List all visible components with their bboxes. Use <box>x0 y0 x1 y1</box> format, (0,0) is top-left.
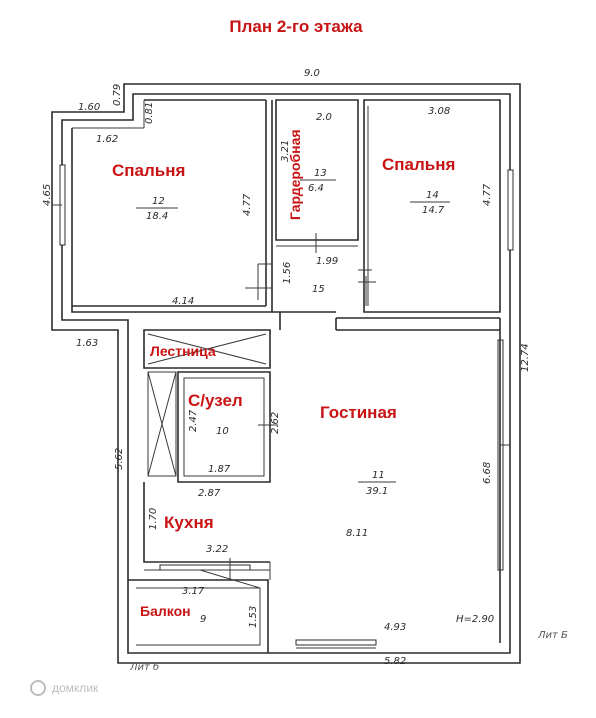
outer-wall-inner <box>61 93 511 654</box>
dim-corridor-width: 1.99 <box>316 256 338 267</box>
dim-living-bottom: 4.93 <box>384 622 406 633</box>
room-numbers: 12 18.4 13 6.4 14 14.7 15 10 11 39.1 8.1… <box>136 168 450 625</box>
stair-well <box>147 371 177 477</box>
lit-marker-b: Лит Б <box>537 630 568 641</box>
room-label-bedroom-left: Спальня <box>112 161 185 180</box>
room-label-kitchen: Кухня <box>164 513 214 532</box>
room-label-living: Гостиная <box>320 403 397 422</box>
room-num-wardrobe: 13 <box>314 168 327 179</box>
outer-walls <box>51 83 521 664</box>
dim-top-c: 0.81 <box>144 102 155 124</box>
dim-bath-height-left: 2.47 <box>188 409 199 432</box>
room-label-stairs: Лестница <box>150 343 216 359</box>
dim-bed-left-height: 4.77 <box>242 193 253 216</box>
room-num-bedroom-right: 14 <box>426 190 439 201</box>
dim-bath-width: 1.87 <box>208 464 231 475</box>
room-num-kitchen: 8.11 <box>346 528 368 539</box>
dim-kitchen-width: 3.22 <box>206 544 228 555</box>
room-num-bathroom: 10 <box>216 426 229 437</box>
wall-bed-left <box>71 100 273 313</box>
room-num-balcony: 9 <box>200 614 206 625</box>
room-label-wardrobe: Гардеробная <box>287 129 303 220</box>
room-area-living: 39.1 <box>366 486 388 497</box>
dim-living-height: 6.68 <box>482 462 493 484</box>
window-right-bedroom <box>507 169 514 251</box>
dim-left-height: 4.65 <box>42 184 53 206</box>
dim-wardrobe-width: 2.0 <box>316 112 332 123</box>
wall-balcony <box>128 579 269 653</box>
wall-wardrobe <box>275 99 359 241</box>
dim-wardrobe-height: 3.21 <box>280 140 291 162</box>
dim-balcony-width: 3.17 <box>182 586 205 597</box>
window-kitchen <box>159 564 251 571</box>
dim-bed-left-width: 4.14 <box>172 296 194 307</box>
room-num-bedroom-left: 12 <box>152 196 165 207</box>
window-living-bottom <box>295 639 377 646</box>
dimensions: 9.0 1.60 0.79 0.81 1.62 4.65 4.77 4.14 2… <box>42 68 531 667</box>
dim-top-a: 1.60 <box>78 102 100 113</box>
plan-title: План 2-го этажа <box>229 17 363 36</box>
dim-corridor-depth: 1.56 <box>282 262 293 284</box>
windows <box>52 164 514 649</box>
watermark: домклик <box>30 680 99 696</box>
dim-kitchen-height: 1.70 <box>148 508 159 530</box>
room-area-bedroom-left: 18.4 <box>146 211 168 222</box>
dim-kitchen-top-width: 2.87 <box>198 488 221 499</box>
dim-left-step: 1.63 <box>76 338 98 349</box>
room-label-bedroom-right: Спальня <box>382 155 455 174</box>
watermark-logo-icon <box>30 680 46 696</box>
dim-left-lower-height: 5.62 <box>114 448 125 470</box>
dim-ceiling: H=2.90 <box>456 614 494 625</box>
dim-left-inner-top: 1.62 <box>96 134 118 145</box>
dim-bed-right-width: 3.08 <box>428 106 450 117</box>
room-num-living: 11 <box>372 470 385 481</box>
interior-walls <box>71 99 501 653</box>
dim-bed-right-height: 4.77 <box>482 183 493 206</box>
outer-wall-outer <box>51 83 521 664</box>
dim-balcony-height: 1.53 <box>248 606 259 628</box>
room-labels: Спальня Гардеробная Спальня Лестница С/у… <box>112 129 455 619</box>
wall-bed-right <box>363 99 501 313</box>
wall-kitchen <box>143 482 270 563</box>
dim-bath-height-right: 2.62 <box>270 412 281 434</box>
room-area-wardrobe: 6.4 <box>308 183 324 194</box>
room-label-bathroom: С/узел <box>188 391 243 410</box>
wall-bathroom <box>177 371 271 483</box>
dim-right-height: 12.74 <box>520 343 531 372</box>
dim-top-total: 9.0 <box>304 68 320 79</box>
dim-bottom-total: 5.82 <box>384 656 406 667</box>
room-num-corridor: 15 <box>312 284 325 295</box>
dim-top-b: 0.79 <box>112 84 123 106</box>
room-label-balcony: Балкон <box>140 603 191 619</box>
wall-stairs <box>143 329 271 369</box>
room-area-bedroom-right: 14.7 <box>422 205 445 216</box>
watermark-text: домклик <box>52 681 99 695</box>
lit-marker-a: Лит б <box>129 661 159 673</box>
